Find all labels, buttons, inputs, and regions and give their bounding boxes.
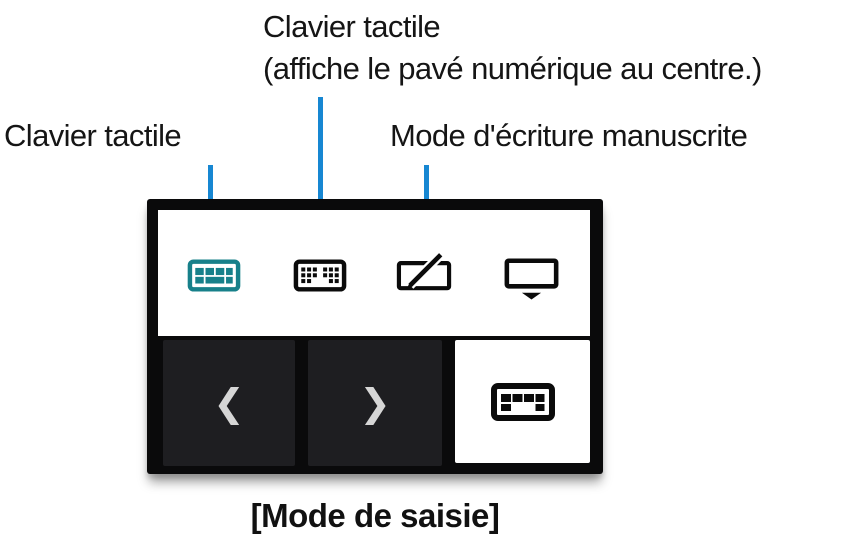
touch-keyboard-widget: ❮ ❯ [147, 199, 603, 474]
top-label-line1: Clavier tactile [263, 9, 441, 44]
dock-keyboard-button[interactable] [504, 258, 559, 300]
prev-button[interactable]: ❮ [163, 340, 295, 466]
next-button[interactable]: ❯ [308, 340, 442, 466]
split-keyboard-numpad-icon [293, 259, 347, 292]
touch-keyboard-mode-button[interactable] [187, 259, 241, 292]
touch-keyboard-icon [187, 259, 241, 292]
keyboard-button[interactable] [455, 340, 590, 463]
dock-keyboard-icon [504, 258, 559, 300]
keyboard-icon [490, 382, 555, 421]
callout-line-middle [318, 97, 323, 235]
left-label: Clavier tactile [4, 118, 182, 153]
right-label: Mode d'écriture manuscrite [390, 118, 748, 153]
handwriting-mode-button[interactable] [396, 252, 452, 291]
split-keyboard-mode-button[interactable] [292, 259, 348, 292]
handwriting-mode-icon [396, 252, 452, 291]
chevron-left-icon: ❮ [213, 381, 245, 425]
input-mode-popup [158, 210, 590, 336]
top-label-line2: (affiche le pavé numérique au centre.) [263, 51, 762, 86]
figure-caption: [Mode de saisie] [250, 497, 500, 534]
chevron-right-icon: ❯ [359, 381, 391, 425]
